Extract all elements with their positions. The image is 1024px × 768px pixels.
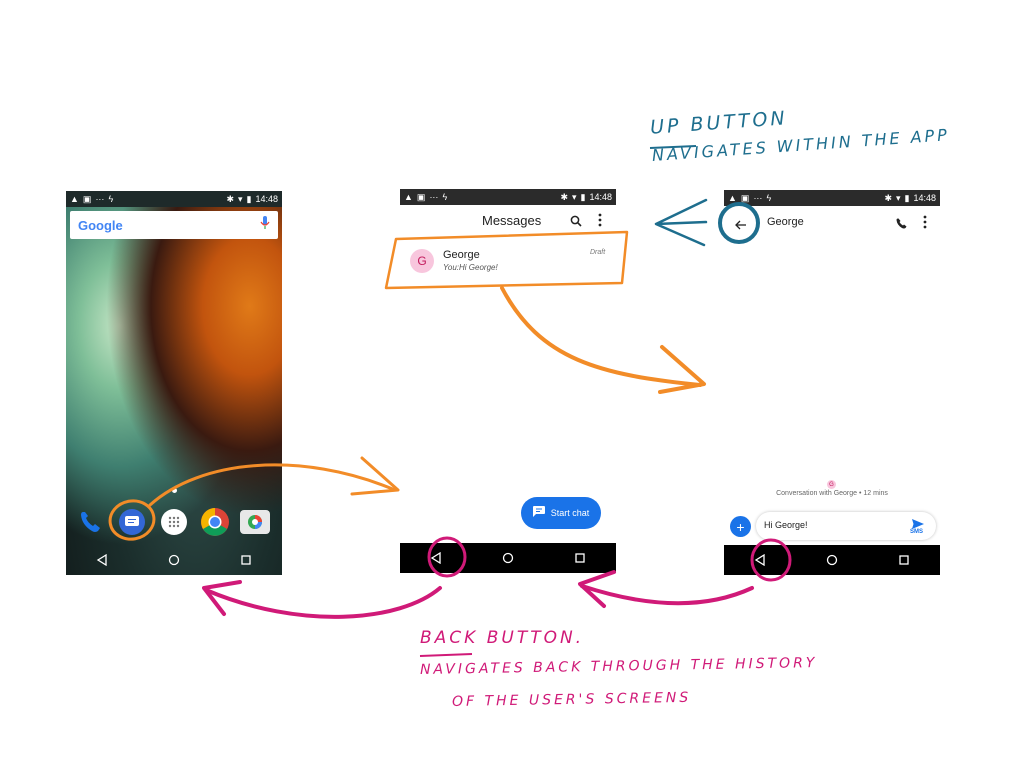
back-button[interactable]	[424, 546, 448, 570]
avatar: G	[410, 249, 434, 273]
phone-icon[interactable]	[78, 509, 104, 535]
conversation-preview: You:Hi George!	[443, 263, 498, 272]
orange-arrow-messages-to-conversation	[500, 286, 702, 387]
warning-icon: ▲	[728, 193, 737, 203]
status-time: 14:48	[913, 193, 936, 203]
dots-icon: ···	[95, 194, 105, 204]
google-search-bar[interactable]: Google	[70, 211, 278, 239]
conversation-row-highlight	[384, 230, 629, 290]
home-button[interactable]	[820, 548, 844, 572]
add-attachment-button[interactable]: +	[730, 516, 751, 537]
conversation-row[interactable]: G George You:Hi George! Draft	[400, 243, 616, 283]
chat-icon	[532, 504, 545, 522]
home-screen: ▲ ▣ ··· ϟ ✱ ▾ ▮ 14:48 Google	[66, 191, 282, 575]
send-type-label: SMS	[910, 529, 924, 535]
conversation-screen: ▲ ▣ ··· ϟ ✱ ▾ ▮ 14:48 George G Conversat…	[724, 190, 940, 575]
contact-name: George	[767, 216, 804, 228]
dots-icon: ···	[753, 193, 763, 203]
battery-icon: ▮	[904, 192, 910, 203]
call-icon[interactable]	[896, 216, 907, 234]
up-button-highlight	[718, 202, 760, 244]
messages-screen: ▲ ▣ ··· ϟ ✱ ▾ ▮ 14:48 Messages G George …	[400, 189, 616, 573]
recents-button[interactable]	[568, 546, 592, 570]
battery-icon: ▮	[580, 191, 586, 202]
search-icon[interactable]	[570, 214, 582, 232]
chrome-icon[interactable]	[200, 507, 230, 537]
start-chat-label: Start chat	[550, 508, 590, 518]
magenta-arrow-conversation-to-messages	[580, 584, 754, 606]
magenta-arrowhead-2	[202, 580, 242, 616]
page-indicator-dot	[172, 488, 177, 493]
start-chat-button[interactable]: Start chat	[521, 497, 601, 529]
orange-arrowhead-2	[658, 345, 706, 394]
up-underline	[649, 145, 697, 149]
warning-icon: ▲	[70, 194, 79, 204]
bluetooth-icon: ✱	[560, 191, 568, 202]
conversation-nav-bar	[724, 545, 940, 575]
send-icon[interactable]	[912, 516, 924, 534]
image-icon: ▣	[416, 191, 426, 202]
draft-badge: Draft	[590, 249, 606, 256]
conversation-name: George	[443, 249, 480, 261]
messages-icon-highlight	[108, 499, 156, 541]
back-underline	[419, 653, 473, 657]
wifi-icon: ▾	[237, 193, 243, 204]
compose-field[interactable]: Hi George! SMS	[756, 512, 936, 540]
google-logo: Google	[78, 217, 123, 233]
warning-icon: ▲	[404, 192, 413, 202]
conversation-info: Conversation with George • 12 mins	[776, 490, 888, 497]
app-bar-title: Messages	[482, 213, 542, 228]
home-button[interactable]	[162, 548, 186, 572]
camera-icon[interactable]	[240, 510, 270, 534]
flash-icon: ϟ	[442, 192, 448, 202]
messages-back-highlight	[427, 536, 467, 578]
status-bar: ▲ ▣ ··· ϟ ✱ ▾ ▮ 14:48	[400, 189, 616, 205]
overflow-menu-icon[interactable]	[923, 215, 927, 234]
home-nav-bar	[66, 545, 282, 575]
bluetooth-icon: ✱	[884, 192, 892, 203]
mic-icon[interactable]	[260, 215, 270, 235]
recents-button[interactable]	[234, 548, 258, 572]
status-time: 14:48	[255, 194, 278, 204]
orange-arrow-home-to-messages	[148, 463, 397, 507]
teal-arrow	[654, 198, 708, 247]
app-drawer-icon[interactable]	[161, 509, 187, 535]
flash-icon: ϟ	[766, 193, 772, 203]
magenta-arrowhead-1	[578, 570, 616, 608]
flash-icon: ϟ	[108, 194, 114, 204]
status-bar: ▲ ▣ ··· ϟ ✱ ▾ ▮ 14:48	[724, 190, 940, 206]
image-icon: ▣	[740, 192, 750, 203]
status-time: 14:48	[589, 192, 612, 202]
conversation-back-highlight	[750, 538, 792, 582]
back-button-annotation-title: Back button.	[420, 628, 585, 648]
info-avatar: G	[827, 480, 836, 489]
recents-button[interactable]	[892, 548, 916, 572]
back-button[interactable]	[90, 548, 114, 572]
plus-icon: +	[736, 518, 745, 535]
wifi-icon: ▾	[571, 191, 577, 202]
compose-text: Hi George!	[764, 520, 808, 530]
home-button[interactable]	[496, 546, 520, 570]
back-button[interactable]	[748, 548, 772, 572]
bluetooth-icon: ✱	[226, 193, 234, 204]
up-arrow-icon[interactable]	[735, 217, 747, 235]
magenta-arrow-messages-to-home	[204, 586, 442, 619]
status-bar: ▲ ▣ ··· ϟ ✱ ▾ ▮ 14:48	[66, 191, 282, 207]
messages-icon[interactable]	[119, 509, 145, 535]
overflow-menu-icon[interactable]	[598, 213, 602, 232]
orange-arrowhead-1	[350, 456, 400, 496]
battery-icon: ▮	[246, 193, 252, 204]
image-icon: ▣	[82, 193, 92, 204]
messages-nav-bar	[400, 543, 616, 573]
wifi-icon: ▾	[895, 192, 901, 203]
dots-icon: ···	[429, 192, 439, 202]
